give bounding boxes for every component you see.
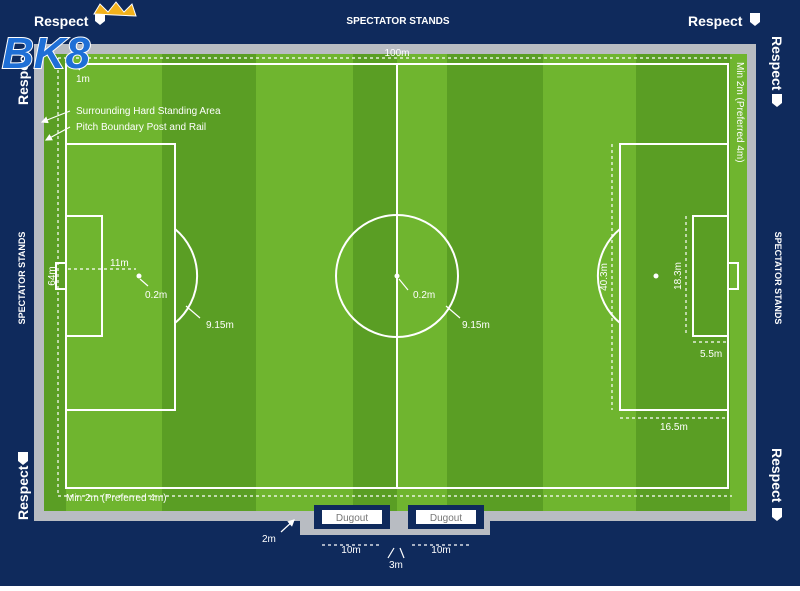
crown-icon: [93, 1, 137, 17]
respect-left-top: Respect: [15, 50, 31, 105]
label-arc-radius: 9.15m: [206, 320, 234, 331]
pitch-markings: [55, 63, 739, 489]
legend-hard-standing: Surrounding Hard Standing Area: [76, 106, 221, 117]
respect-left-bottom: Respect: [15, 465, 31, 520]
respect-top-right: Respect: [688, 13, 743, 29]
label-dugout-between: 3m: [389, 560, 403, 571]
label-length: 100m: [384, 48, 409, 59]
label-penalty-box-width: 40.3m: [599, 263, 610, 291]
right-penalty-spot: [653, 273, 659, 279]
svg-text:Dugout: Dugout: [430, 513, 462, 524]
respect-right-bottom: Respect: [769, 448, 785, 503]
centre-spot: [394, 273, 400, 279]
respect-right-top: Respect: [769, 36, 785, 91]
crest-icon: [18, 12, 782, 521]
svg-text:BK8: BK8: [2, 29, 91, 78]
label-min-bottom: Min 2m (Preferred 4m): [66, 493, 167, 504]
dimension-lines: [57, 57, 732, 546]
label-goal-area-depth: 5.5m: [700, 349, 722, 360]
left-goal: [55, 262, 67, 290]
grass-stripes: [44, 54, 730, 511]
label-dugout-length-left: 10m: [341, 545, 360, 556]
centre-circle: [335, 214, 459, 338]
label-min-top: Min 2m (Preferred 4m): [734, 62, 745, 163]
pointer-lines: [40, 59, 461, 559]
label-spot-small: 0.2m: [145, 290, 167, 301]
svg-text:Dugout: Dugout: [336, 513, 368, 524]
stand-label-top: SPECTATOR STANDS: [346, 16, 449, 27]
right-goal: [727, 262, 739, 290]
label-width: 64m: [47, 266, 58, 285]
stand-label-right: SPECTATOR STANDS: [773, 232, 783, 325]
brand-logo: BK8: [1, 1, 137, 79]
label-goal-area-width: 18.3m: [673, 262, 684, 290]
dugout-right: Dugout: [408, 505, 484, 529]
dugout-left: Dugout: [314, 505, 390, 529]
label-dugout-gap: 2m: [262, 534, 276, 545]
label-one-metre: 1m: [76, 74, 90, 85]
legend-boundary-post: Pitch Boundary Post and Rail: [76, 122, 206, 133]
stand-label-left: SPECTATOR STANDS: [17, 232, 27, 325]
left-penalty-spot: [136, 273, 142, 279]
label-dugout-length-right: 10m: [431, 545, 450, 556]
label-penalty-spot: 11m: [110, 258, 129, 269]
right-penalty-arc: [596, 228, 621, 324]
label-penalty-box-depth: 16.5m: [660, 422, 688, 433]
respect-top-left: Respect: [34, 13, 89, 29]
label-centre-spot: 0.2m: [413, 290, 435, 301]
label-centre-radius: 9.15m: [462, 320, 490, 331]
left-penalty-arc: [174, 228, 199, 324]
